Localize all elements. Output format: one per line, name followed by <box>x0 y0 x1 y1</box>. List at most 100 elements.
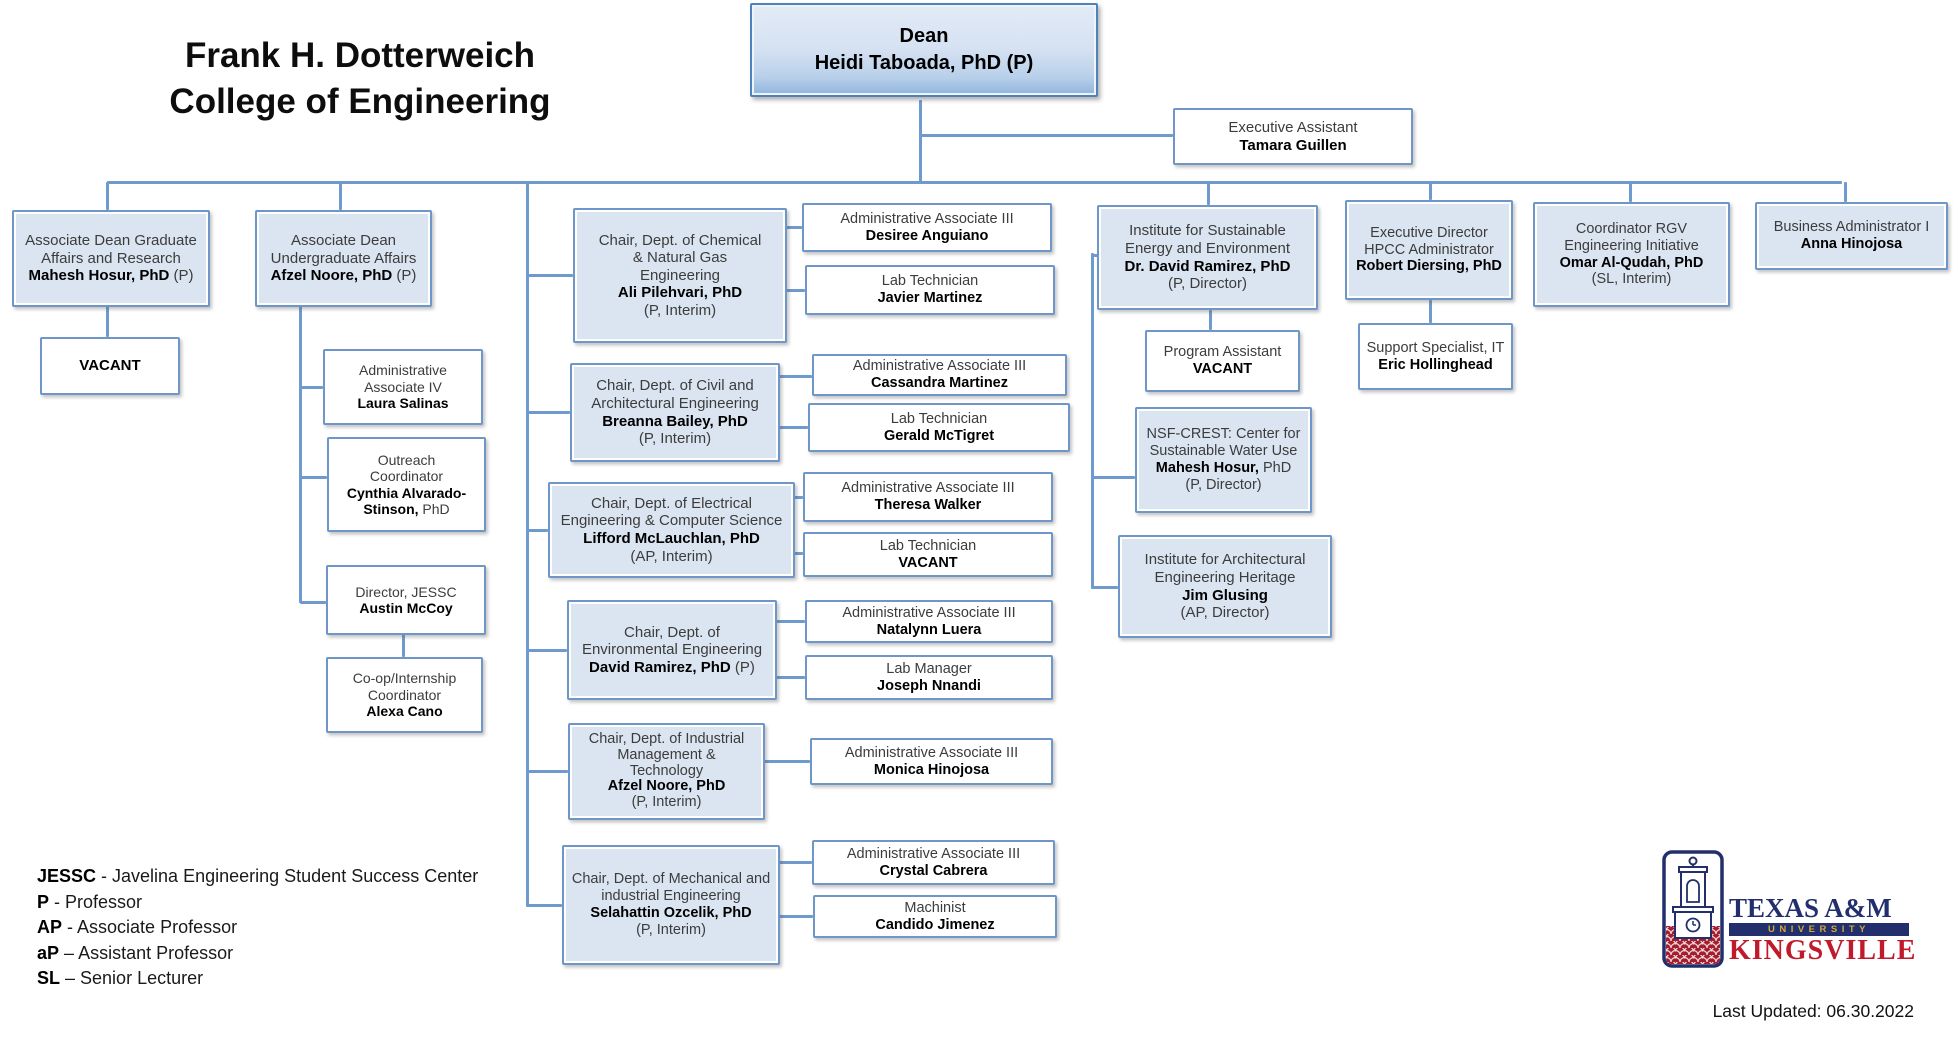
legend-sep: – <box>60 968 81 988</box>
coop-nameline: Alexa Cano <box>366 703 442 719</box>
adu-name: Afzel Noore, PhD <box>270 267 393 285</box>
connector-line <box>527 903 562 907</box>
connector-line <box>338 182 342 210</box>
org-box-mech: Chair, Dept. of Mechanical and industria… <box>562 845 780 965</box>
org-box-vacg: VACANT <box>40 337 180 395</box>
ind-nameline: Afzel Noore, PhD <box>607 778 726 795</box>
legend-item: SL – Senior Lecturer <box>37 966 478 992</box>
civil-nameline: Breanna Bailey, PhD <box>602 413 748 431</box>
dean-name: Heidi Taboada, PhD (P) <box>814 51 1034 74</box>
elec-nameline: Lifford McLauchlan, PhD <box>583 530 760 548</box>
nsf-name: Mahesh Hosur, <box>1155 460 1259 476</box>
mach-nameline: Candido Jimenez <box>875 917 994 934</box>
connector-line <box>527 273 573 277</box>
connector-line <box>1206 182 1210 205</box>
connector-line <box>778 914 813 918</box>
connector-line <box>778 860 812 864</box>
support-role: Support Specialist, IT <box>1366 339 1505 356</box>
mach-name: Candido Jimenez <box>875 916 995 933</box>
connector-line <box>527 528 548 532</box>
coop-name: Alexa Cano <box>366 703 443 720</box>
ba-nameline: Anna Hinojosa <box>1801 236 1903 253</box>
legend-sep: - <box>49 891 66 912</box>
env-role: Chair, Dept. of Environmental Engineerin… <box>581 623 763 659</box>
aa4-name: Laura Salinas <box>357 395 449 412</box>
progasst-role: Program Assistant <box>1163 344 1282 361</box>
execasst-name: Tamara Guillen <box>1239 136 1347 154</box>
env-nameline: David Ramirez, PhD (P) <box>589 659 755 677</box>
execasst-nameline: Tamara Guillen <box>1239 137 1346 155</box>
connector-line <box>785 225 802 229</box>
civil-note: (P, Interim) <box>638 430 712 448</box>
logo-kingsville: KINGSVILLE <box>1729 935 1917 966</box>
connector-line <box>793 495 803 499</box>
legend-abbr: aP <box>37 942 60 963</box>
mech-nameline: Selahattin Ozcelik, PhD <box>590 905 751 922</box>
hpcc-nameline: Robert Diersing, PhD <box>1356 258 1502 275</box>
aa3chem-name: Desiree Anguiano <box>865 227 989 244</box>
arch-role: Institute for Architectural Engineering … <box>1144 551 1306 586</box>
connector-line <box>775 619 805 623</box>
connector-line <box>527 769 568 773</box>
aa3elec-name: Theresa Walker <box>874 497 982 513</box>
mach-role: Machinist <box>904 899 966 916</box>
civil-role: Chair, Dept. of Civil and Architectural … <box>591 377 759 412</box>
connector-line <box>107 180 1842 184</box>
hpcc-role: Executive Director HPCC Administrator <box>1364 224 1494 258</box>
legend-abbr: P <box>37 891 50 912</box>
ind-name: Afzel Noore, PhD <box>607 778 726 795</box>
connector-line <box>1628 182 1632 202</box>
connector-line <box>300 600 326 604</box>
labchem-role: Lab Technician <box>881 273 979 290</box>
connector-line <box>300 475 327 479</box>
arch-nameline: Jim Glusing <box>1182 587 1268 605</box>
university-logo-text: TEXAS A&M UNIVERSITY KINGSVILLE <box>1729 850 1917 968</box>
execasst-role: Executive Assistant <box>1228 118 1358 136</box>
nsf-nameline: Mahesh Hosur, PhD <box>1156 460 1291 477</box>
adu-nameline: Afzel Noore, PhD (P) <box>271 267 417 285</box>
connector-line <box>775 675 805 679</box>
connector-line <box>105 305 109 337</box>
connector-line <box>1428 182 1432 200</box>
jessc-nameline: Austin McCoy <box>359 600 452 616</box>
connector-line <box>920 133 1173 137</box>
connector-line <box>1090 253 1094 589</box>
labelec-role: Lab Technician <box>879 537 977 554</box>
outreach-role: Outreach Coordinator <box>369 451 444 485</box>
legend-sep: - <box>96 866 113 886</box>
aa3mech-nameline: Crystal Cabrera <box>880 863 988 880</box>
legend-text: Javelina Engineering Student Success Cen… <box>112 866 479 886</box>
aa3elec-role: Administrative Associate III <box>841 480 1015 497</box>
support-name: Eric Hollinghead <box>1378 356 1493 373</box>
outreach-name: Cynthia Alvarado-Stinson, <box>346 484 467 517</box>
legend-sep: – <box>59 942 79 963</box>
nsf-role: NSF-CREST: Center for Sustainable Water … <box>1146 426 1301 460</box>
connector-line <box>525 182 529 907</box>
aa3civil-nameline: Cassandra Martinez <box>871 375 1008 392</box>
rgv-nameline: Omar Al-Qudah, PhD <box>1560 255 1704 272</box>
connector-line <box>778 425 808 429</box>
org-box-arch: Institute for Architectural Engineering … <box>1118 535 1332 638</box>
labcivil-role: Lab Technician <box>890 410 988 427</box>
support-nameline: Eric Hollinghead <box>1378 357 1492 374</box>
org-box-elec: Chair, Dept. of Electrical Engineering &… <box>548 482 795 578</box>
jessc-role: Director, JESSC <box>355 583 457 600</box>
aa3mech-role: Administrative Associate III <box>846 845 1021 862</box>
labchem-nameline: Javier Martinez <box>878 290 983 307</box>
legend-item: AP - Associate Professor <box>37 915 478 941</box>
env-post: (P) <box>730 658 755 676</box>
aa3env-name: Natalynn Luera <box>876 621 982 638</box>
arch-name: Jim Glusing <box>1182 586 1268 604</box>
adg-post: (P) <box>169 267 194 285</box>
progasst-nameline: VACANT <box>1193 361 1252 378</box>
